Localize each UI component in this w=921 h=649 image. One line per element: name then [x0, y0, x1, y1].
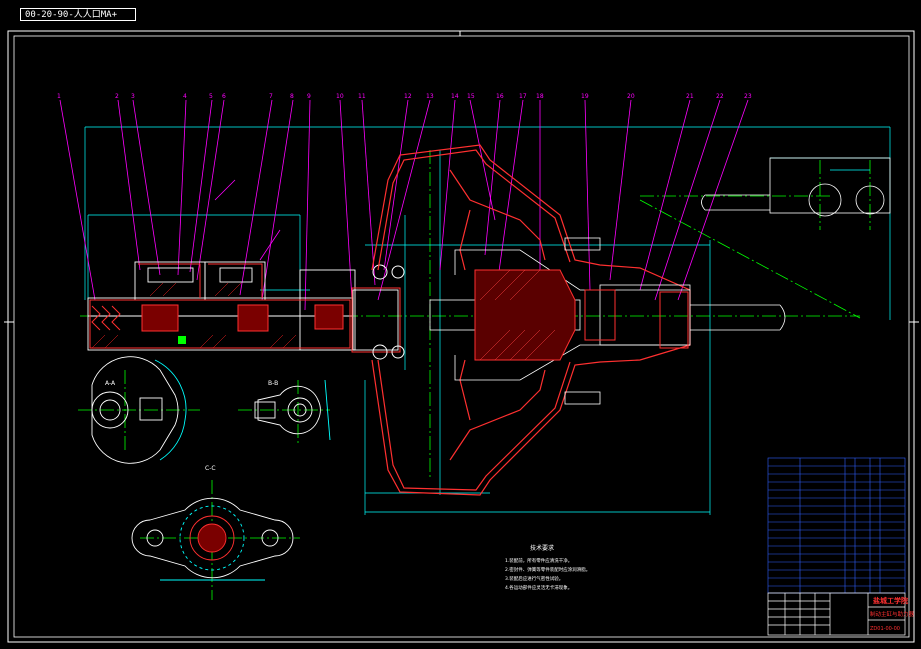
rear-seal: [659, 291, 689, 349]
title-drawing-number: ZD01-00-00: [870, 626, 900, 632]
section-label-b: B-B: [268, 380, 278, 387]
part-number: 23: [744, 93, 752, 100]
part-number: 12: [404, 93, 412, 100]
part-number: 10: [336, 93, 344, 100]
part-number: 14: [451, 93, 459, 100]
hub-hatch: [479, 269, 556, 361]
part-number: 9: [307, 93, 311, 100]
bolt-circle-bottom: [372, 344, 388, 360]
technical-notes: 技术要求 1.装配前，所有零件应清洗干净。 2.密封件、弹簧等零件装配时应涂润滑…: [505, 544, 590, 591]
green-marker: [178, 336, 186, 344]
drawing-number-tag: 00-20-90-人人口MA+: [20, 8, 136, 21]
part-number: 15: [467, 93, 475, 100]
part-number: 21: [686, 93, 694, 100]
title-school: 盐城工学院: [873, 596, 908, 605]
inner-frame: [13, 35, 910, 638]
notes-title: 技术要求: [530, 544, 554, 552]
booster-internals: [429, 157, 891, 405]
part-number: 2: [115, 93, 119, 100]
section-label-a: A-A: [105, 380, 116, 387]
valve-seat: [584, 289, 616, 341]
booster-hub: [474, 269, 576, 361]
part-number: 5: [209, 93, 213, 100]
part-number: 11: [358, 93, 366, 100]
note-line: 3.装配后应进行气密性试验。: [505, 575, 563, 582]
section-c-view: [131, 497, 294, 581]
master-cylinder-section: [89, 263, 401, 353]
note-line: 1.装配前，所有零件应清洗干净。: [505, 557, 572, 564]
outer-frame: [7, 30, 915, 643]
note-line: 2.密封件、弹簧等零件装配时应涂润滑脂。: [505, 566, 590, 573]
section-b-view: [254, 379, 331, 441]
cylinder-hatch: [91, 282, 297, 349]
part-number: 16: [496, 93, 504, 100]
part-number-labels: 1 2 3 4 5 6 7 8 9 10 11 12 13 14 15 16 1…: [57, 93, 752, 100]
part-number: 1: [57, 93, 61, 100]
part-number: 18: [536, 93, 544, 100]
part-number: 20: [627, 93, 635, 100]
part-number: 6: [222, 93, 226, 100]
title-block: [767, 592, 906, 636]
part-number: 4: [183, 93, 187, 100]
section-a-view: [91, 356, 187, 464]
part-number: 19: [581, 93, 589, 100]
part-number: 3: [131, 93, 135, 100]
part-number: 8: [290, 93, 294, 100]
bolt-circle-top: [372, 264, 388, 280]
parts-list-table: [767, 457, 906, 594]
part-number: 7: [269, 93, 273, 100]
section-label-c: C-C: [205, 465, 216, 472]
leader-lines: [59, 99, 749, 311]
title-drawing-name: 制动主缸与助力器: [870, 610, 915, 618]
note-line: 4.各运动部件应灵活无卡滞现象。: [505, 584, 572, 591]
part-number: 13: [426, 93, 434, 100]
part-number: 22: [716, 93, 724, 100]
part-number: 17: [519, 93, 527, 100]
